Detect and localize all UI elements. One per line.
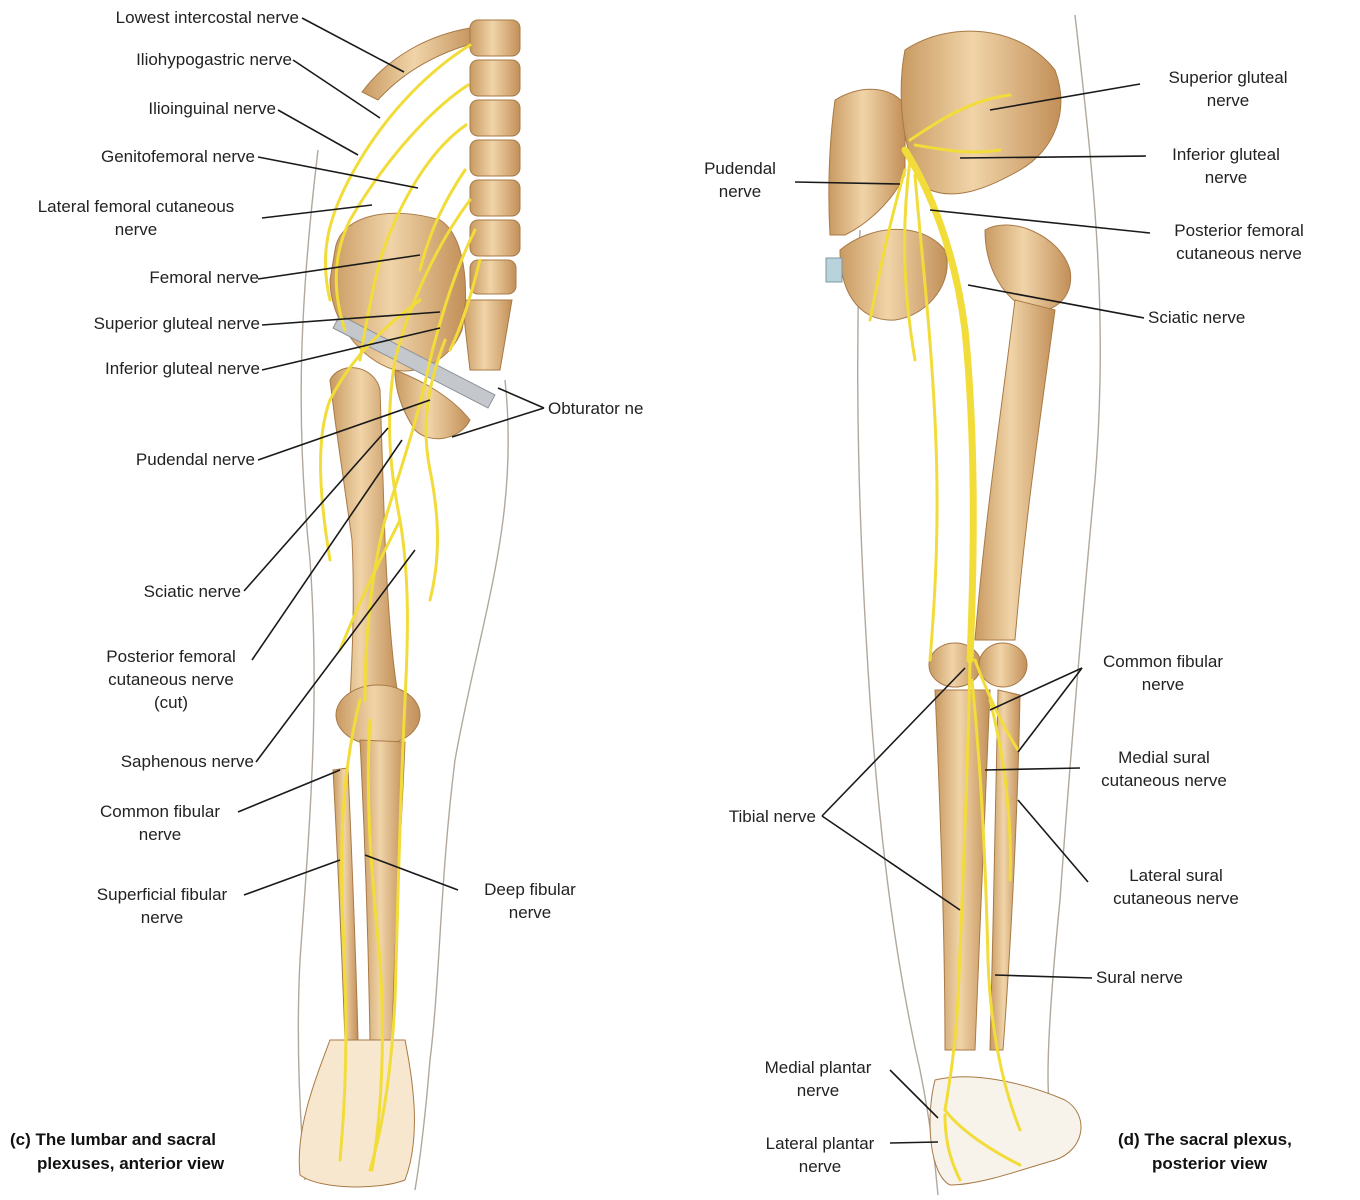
leader-obturator-a <box>498 388 544 408</box>
label-line: Lateral plantar <box>748 1132 892 1155</box>
leader-common-fibular <box>238 770 340 812</box>
label-iliohypogastric-nerve: Iliohypogastric nerve <box>136 48 292 71</box>
label-superior-gluteal-nerve-posterior: Superior gluteal nerve <box>1140 66 1316 112</box>
anterior-vertebral-column <box>462 20 520 370</box>
label-posterior-femoral-cutaneous-nerve: Posterior femoral cutaneous nerve (cut) <box>78 645 264 714</box>
label-line: nerve <box>74 906 250 929</box>
posterior-heel <box>930 1077 1081 1185</box>
label-posterior-femoral-cutaneous-nerve-posterior: Posterior femoral cutaneous nerve <box>1150 219 1328 265</box>
leader-sural <box>995 975 1092 978</box>
leader-ilioinguinal <box>278 110 358 155</box>
leader-lateral-plantar <box>890 1142 938 1143</box>
leader-medial-plantar <box>890 1070 938 1118</box>
label-pudendal-nerve-posterior: Pudendal nerve <box>688 157 792 203</box>
label-line: Lateral sural <box>1092 864 1260 887</box>
anterior-knee <box>336 685 420 745</box>
label-line: nerve <box>456 901 604 924</box>
anterior-body-outline <box>298 150 318 1180</box>
posterior-ilium <box>901 31 1061 194</box>
caption-posterior-view: (d) The sacral plexus, posterior view <box>1118 1128 1292 1176</box>
label-line: cutaneous nerve <box>1150 242 1328 265</box>
posterior-body-outline-right <box>1048 15 1100 1110</box>
label-line: cutaneous nerve <box>1092 887 1260 910</box>
caption-line: posterior view <box>1118 1152 1292 1176</box>
caption-anterior-view: (c) The lumbar and sacral plexuses, ante… <box>10 1128 224 1176</box>
anterior-view-illustration <box>298 20 520 1190</box>
caption-line: (d) The sacral plexus, <box>1118 1128 1292 1152</box>
label-femoral-nerve: Femoral nerve <box>149 266 259 289</box>
leader-superficial-fibular <box>244 860 340 895</box>
caption-line: plexuses, anterior view <box>10 1152 224 1176</box>
label-saphenous-nerve: Saphenous nerve <box>121 750 254 773</box>
label-medial-sural-cutaneous-nerve: Medial sural cutaneous nerve <box>1080 746 1248 792</box>
label-line: (cut) <box>78 691 264 714</box>
label-line: Posterior femoral <box>1150 219 1328 242</box>
label-common-fibular-nerve-posterior: Common fibular nerve <box>1080 650 1246 696</box>
leader-tibial-b <box>822 816 960 910</box>
label-pudendal-nerve: Pudendal nerve <box>136 448 255 471</box>
leader-lateral-sural <box>1018 800 1088 882</box>
label-superficial-fibular-nerve: Superficial fibular nerve <box>74 883 250 929</box>
label-line: nerve <box>1080 673 1246 696</box>
label-line: nerve <box>14 218 258 241</box>
leader-posterior-femoral-cutaneous-posterior <box>930 210 1150 233</box>
label-line: Superficial fibular <box>74 883 250 906</box>
label-inferior-gluteal-nerve: Inferior gluteal nerve <box>105 357 260 380</box>
posterior-view-illustration <box>826 15 1100 1195</box>
posterior-probe-stub <box>826 258 842 282</box>
label-lowest-intercostal-nerve: Lowest intercostal nerve <box>116 6 299 29</box>
label-line: cutaneous nerve <box>78 668 264 691</box>
label-line: nerve <box>1148 166 1304 189</box>
label-line: Common fibular <box>1080 650 1246 673</box>
label-superior-gluteal-nerve: Superior gluteal nerve <box>94 312 260 335</box>
label-line: Pudendal <box>688 157 792 180</box>
posterior-ischium <box>840 229 947 320</box>
label-medial-plantar-nerve: Medial plantar nerve <box>744 1056 892 1102</box>
label-obturator-nerve: Obturator ne <box>548 397 658 420</box>
label-line: nerve <box>78 823 242 846</box>
label-line: Lateral femoral cutaneous <box>14 195 258 218</box>
anterior-body-outline-inner <box>415 380 508 1190</box>
label-line: nerve <box>688 180 792 203</box>
label-ilioinguinal-nerve: Ilioinguinal nerve <box>148 97 276 120</box>
label-line: Common fibular <box>78 800 242 823</box>
label-common-fibular-nerve: Common fibular nerve <box>78 800 242 846</box>
label-lateral-femoral-cutaneous-nerve: Lateral femoral cutaneous nerve <box>14 195 258 241</box>
label-line: Medial plantar <box>744 1056 892 1079</box>
label-line: Medial sural <box>1080 746 1248 769</box>
label-sural-nerve: Sural nerve <box>1096 966 1183 989</box>
label-sciatic-nerve: Sciatic nerve <box>144 580 241 603</box>
label-line: Deep fibular <box>456 878 604 901</box>
posterior-body-outline-left <box>858 230 938 1195</box>
label-line: nerve <box>748 1155 892 1178</box>
label-line: nerve <box>1140 89 1316 112</box>
label-line: Posterior femoral <box>78 645 264 668</box>
leader-genitofemoral <box>258 157 418 188</box>
label-inferior-gluteal-nerve-posterior: Inferior gluteal nerve <box>1148 143 1304 189</box>
label-deep-fibular-nerve: Deep fibular nerve <box>456 878 604 924</box>
label-tibial-nerve: Tibial nerve <box>729 805 816 828</box>
label-line: Superior gluteal <box>1140 66 1316 89</box>
label-line: nerve <box>744 1079 892 1102</box>
posterior-knee-lateral <box>979 643 1027 687</box>
label-lateral-plantar-nerve: Lateral plantar nerve <box>748 1132 892 1178</box>
leader-lowest-intercostal <box>302 18 404 72</box>
posterior-femur <box>975 300 1055 640</box>
label-line: Inferior gluteal <box>1148 143 1304 166</box>
label-genitofemoral-nerve: Genitofemoral nerve <box>101 145 255 168</box>
posterior-trochanter <box>985 225 1071 311</box>
anterior-foot <box>299 1040 414 1187</box>
label-sciatic-nerve-posterior: Sciatic nerve <box>1148 306 1245 329</box>
caption-line: (c) The lumbar and sacral <box>10 1128 224 1152</box>
label-lateral-sural-cutaneous-nerve: Lateral sural cutaneous nerve <box>1092 864 1260 910</box>
label-line: cutaneous nerve <box>1080 769 1248 792</box>
